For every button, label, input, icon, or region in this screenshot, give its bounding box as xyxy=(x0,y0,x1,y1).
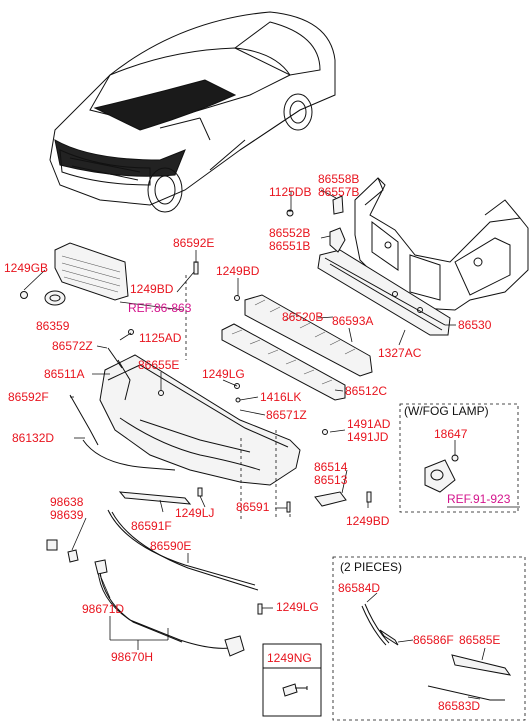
callout-1327AC: 1327AC xyxy=(378,346,422,360)
callout-86511A: 86511A xyxy=(44,367,84,381)
callout-1249GB: 1249GB xyxy=(4,261,48,275)
callout-86585E: 86585E xyxy=(459,633,500,647)
callout-86572Z: 86572Z xyxy=(52,339,93,353)
radiator-grille xyxy=(20,242,240,306)
ref-foglamp: REF.91-923 xyxy=(447,492,511,506)
callout-86591: 86591 xyxy=(236,500,270,514)
callout-86583D: 86583D xyxy=(438,699,480,713)
bolt-box xyxy=(262,643,322,717)
construction-lines xyxy=(185,275,291,520)
bumper-cover xyxy=(69,329,328,486)
callout-86584D: 86584D xyxy=(338,581,380,595)
fog-lamp-box xyxy=(399,403,519,513)
washer-hose xyxy=(46,539,245,657)
callout-86590E: 86590E xyxy=(150,539,191,553)
callout-1249LG-lower: 1249LG xyxy=(276,600,319,614)
side-brackets xyxy=(286,195,346,253)
car-illustration xyxy=(49,11,336,213)
callout-18647: 18647 xyxy=(434,427,468,441)
callout-86551B: 86551B xyxy=(269,239,310,253)
callout-98638: 98638 xyxy=(50,495,84,509)
callout-1491JD: 1491JD xyxy=(347,430,389,444)
callout-1125DB: 1125DB xyxy=(269,185,311,199)
callout-86552B: 86552B xyxy=(269,226,310,240)
callout-1249LG-upper: 1249LG xyxy=(202,367,245,381)
callout-86520B: 86520B xyxy=(282,310,323,324)
callout-1249LJ: 1249LJ xyxy=(175,506,214,520)
bumper-beam xyxy=(317,249,451,336)
callout-86359: 86359 xyxy=(36,319,70,333)
two-pieces-box xyxy=(332,556,526,721)
callout-86586F: 86586F xyxy=(413,633,454,647)
ref-grille: REF.86-863 xyxy=(128,301,192,315)
callout-86558B: 86558B xyxy=(318,172,359,186)
callout-86593A: 86593A xyxy=(332,314,373,328)
callout-1249NG: 1249NG xyxy=(267,651,312,665)
callout-86655E: 86655E xyxy=(138,358,179,372)
callout-86592E: 86592E xyxy=(173,236,214,250)
callout-1491AD: 1491AD xyxy=(347,417,391,431)
callout-86591F: 86591F xyxy=(131,519,172,533)
callout-1249BD-grille: 1249BD xyxy=(130,282,174,296)
molding-strips xyxy=(107,487,372,615)
callout-86571Z: 86571Z xyxy=(266,408,307,422)
callout-1249BD-upper: 1249BD xyxy=(216,264,260,278)
callout-86530: 86530 xyxy=(458,318,492,332)
leader-lines xyxy=(23,189,520,700)
callout-1416LK: 1416LK xyxy=(260,390,301,404)
callout-86557B: 86557B xyxy=(318,185,359,199)
callout-86592F: 86592F xyxy=(8,390,49,404)
callout-86132D: 86132D xyxy=(12,431,54,445)
pieces-note: (2 PIECES) xyxy=(340,560,402,574)
callout-86514: 86514 xyxy=(314,460,348,474)
callout-98670H: 98670H xyxy=(111,650,153,664)
callout-1125AD: 1125AD xyxy=(139,331,182,345)
fog-lamp-note: (W/FOG LAMP) xyxy=(404,404,489,418)
callout-86513: 86513 xyxy=(314,473,348,487)
energy-absorber xyxy=(244,294,373,377)
callout-1249BD-lower: 1249BD xyxy=(346,514,390,528)
callout-98639: 98639 xyxy=(50,508,84,522)
lower-bracket xyxy=(221,323,346,401)
callout-98671D: 98671D xyxy=(82,602,124,616)
part-callouts: 86558B 86557B 1125DB 86552B 86551B 86592… xyxy=(4,172,511,713)
callout-86512C: 86512C xyxy=(345,384,387,398)
